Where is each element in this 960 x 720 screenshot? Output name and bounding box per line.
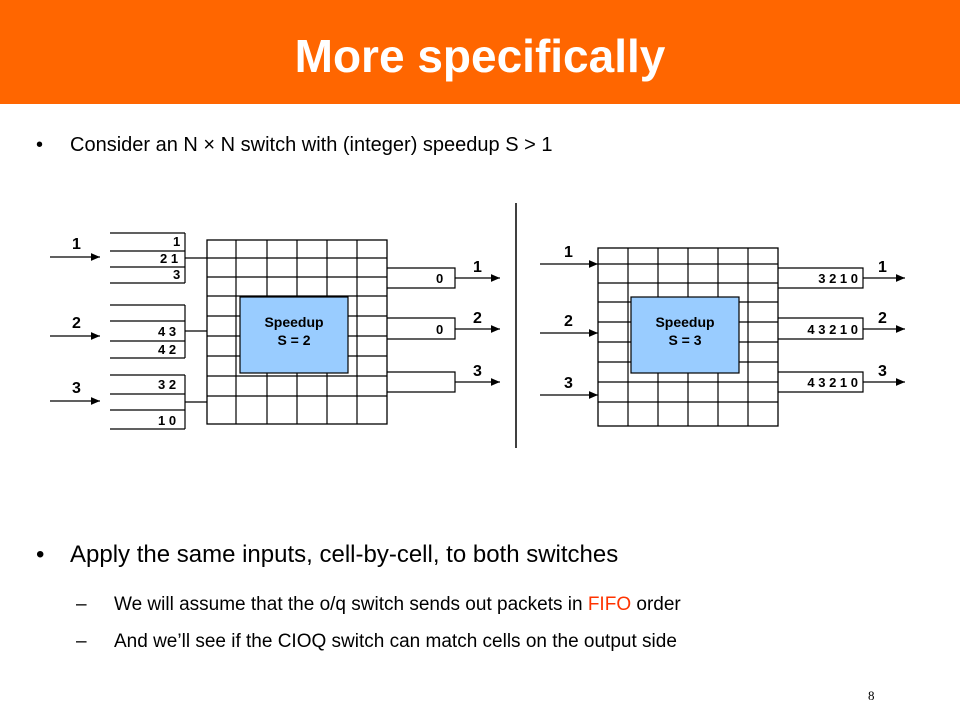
sub-bullet-marker: – — [76, 594, 87, 615]
sub-bullet-marker: – — [76, 631, 87, 652]
right-input-label-3: 3 — [564, 375, 573, 392]
left-speedup-line1: Speedup — [264, 314, 323, 330]
fifo-highlight: FIFO — [587, 594, 632, 615]
voq-group-1 — [110, 232, 207, 284]
sub-bullet-1-text: We will assume that the o/q switch sends… — [114, 593, 681, 617]
right-speedup-line1: Speedup — [655, 314, 714, 330]
right-oq-2: 4 3 2 1 0 — [807, 322, 858, 337]
left-speedup-line2: S = 2 — [277, 332, 310, 348]
voq-3-2: 1 0 — [158, 413, 176, 428]
voq-group-2 — [110, 304, 207, 359]
voq-1-2: 2 1 — [160, 251, 178, 266]
right-output-label-1: 1 — [878, 259, 887, 276]
page-number: 8 — [868, 688, 875, 703]
right-input-label-1: 1 — [564, 244, 573, 261]
left-speedup-box — [239, 296, 349, 374]
left-output-label-3: 3 — [473, 363, 482, 380]
left-switch: 1 2 3 1 2 1 3 4 3 4 2 — [50, 232, 500, 430]
voq-3-1: 3 2 — [158, 377, 176, 392]
sub-bullet-1-before: We will assume that the o/q switch sends… — [114, 594, 588, 615]
voq-2-1: 4 3 — [158, 324, 176, 339]
right-speedup-line2: S = 3 — [668, 332, 701, 348]
sub-bullet-2-text: And we’ll see if the CIOQ switch can mat… — [114, 631, 677, 652]
voq-1-1: 1 — [173, 234, 180, 249]
right-oq-1: 3 2 1 0 — [818, 271, 858, 286]
bullet-2-text: Apply the same inputs, cell-by-cell, to … — [70, 541, 619, 568]
bullet-marker: • — [36, 134, 44, 156]
right-output-label-2: 2 — [878, 310, 887, 327]
title-bar — [0, 0, 960, 104]
right-input-label-2: 2 — [564, 313, 573, 330]
right-output-label-3: 3 — [878, 363, 887, 380]
slide-title: More specifically — [294, 30, 666, 82]
voq-group-3 — [110, 374, 207, 430]
voq-1-3: 3 — [173, 267, 180, 282]
right-switch: 1 2 3 Speedup S = 3 3 2 1 0 4 3 — [540, 244, 905, 427]
left-input-label-2: 2 — [72, 315, 81, 332]
left-oq-2: 0 — [436, 322, 443, 337]
bullet-marker: • — [36, 541, 45, 568]
left-input-label-3: 3 — [72, 380, 81, 397]
left-input-label-1: 1 — [72, 236, 81, 253]
bullet-1-text: Consider an N × N switch with (integer) … — [70, 134, 553, 156]
left-oq-1: 0 — [436, 271, 443, 286]
right-oq-3: 4 3 2 1 0 — [807, 375, 858, 390]
voq-2-2: 4 2 — [158, 342, 176, 357]
sub-bullet-1-after: order — [631, 594, 681, 615]
left-output-label-1: 1 — [473, 259, 482, 276]
left-output-label-2: 2 — [473, 310, 482, 327]
left-output-queues — [387, 267, 456, 393]
right-speedup-box — [630, 296, 740, 374]
